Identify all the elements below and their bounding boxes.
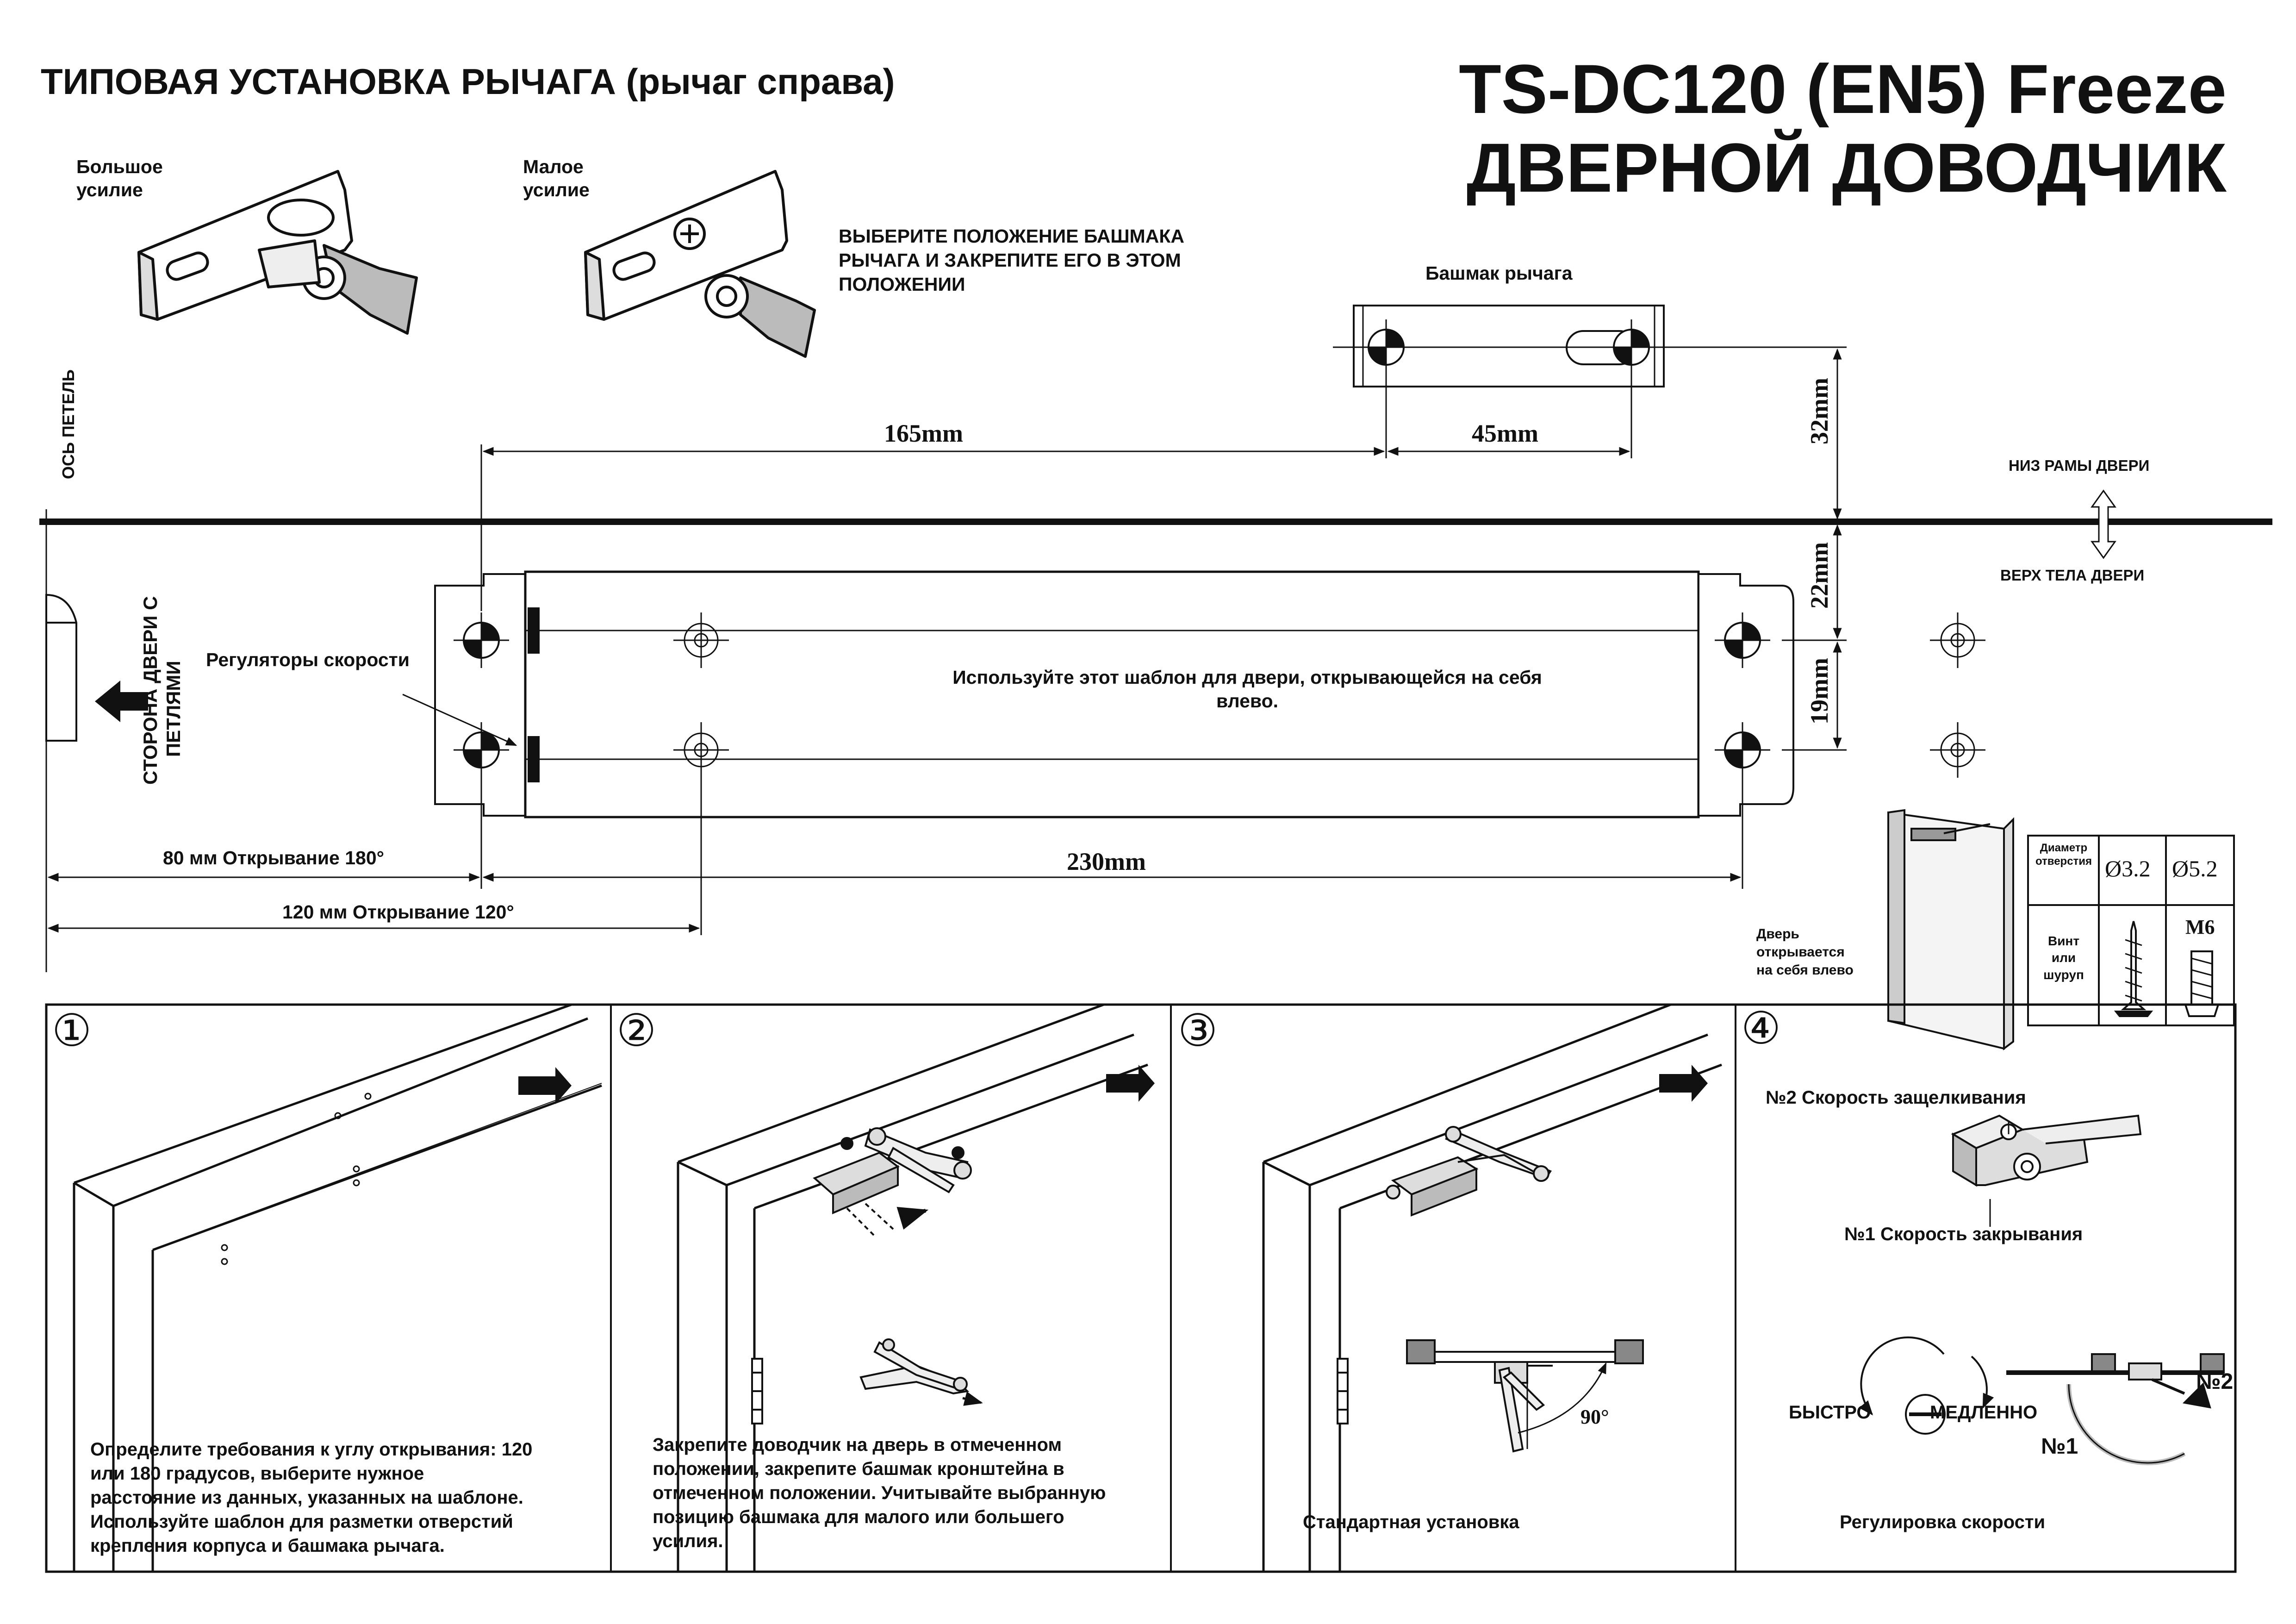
step-2-number: ② (616, 1005, 657, 1056)
step1-mark-holes (221, 1093, 372, 1265)
step-1-line-1: Определите требования к углу открывания:… (90, 1439, 533, 1460)
step-3-number: ③ (1178, 1005, 1218, 1056)
dim-165mm: 165mm (884, 419, 963, 447)
wood-screw-icon (2114, 921, 2153, 1017)
door-opening-label-2: открывается (1756, 944, 1845, 960)
screw-table-header: Диаметр отверстия (2029, 842, 2098, 868)
step-1-instructions: Определите требования к углу открывания:… (90, 1437, 532, 1558)
shoe-instruction-1: ВЫБЕРИТЕ ПОЛОЖЕНИЕ БАШМАКА (839, 225, 1184, 247)
steps-frame (45, 1003, 2237, 1573)
hinge-side-label-1: СТОРОНА ДВЕРИ С (139, 596, 161, 785)
valve-1-label: №1 (2041, 1434, 2078, 1459)
dim-32mm: 32mm (1805, 378, 1833, 444)
dim-22mm: 22mm (1805, 542, 1833, 609)
screw-row-label-1: Винт (2047, 934, 2080, 948)
speed-regulator-1 (528, 607, 540, 654)
hole-diameter-3-2: Ø3.2 (2105, 856, 2151, 881)
screw-table-header-1: Диаметр (2040, 842, 2088, 854)
step1-next-arrow-icon (518, 1067, 572, 1104)
door-opening-label: Дверь открывается на себя влево (1756, 925, 1854, 979)
valve-2-label: №2 (2196, 1369, 2234, 1394)
step-1-line-4: Используйте шаблон для разметки отверсти… (90, 1512, 513, 1532)
step3-installed-closer (1386, 1126, 1552, 1217)
step-2-line-1: Закрепите доводчик на дверь в отмеченном (653, 1435, 1062, 1455)
small-force-label-2: усилие (523, 179, 590, 200)
step2-hinge (751, 1358, 763, 1424)
template-usage-note: Используйте этот шаблон для двери, откры… (879, 666, 1615, 713)
closer-body-template (434, 570, 1794, 818)
up-down-arrow-icon (2091, 489, 2116, 559)
step4-plan-view (2006, 1353, 2225, 1465)
product-model-title: TS-DC120 (EN5) Freeze (1459, 50, 2227, 128)
speed-regulator-2 (528, 736, 540, 782)
hinge-axis-label: ОСЬ ПЕТЕЛЬ (59, 369, 78, 479)
lever-shoe-template (1333, 305, 1685, 387)
step2-lever-illustration (859, 1338, 983, 1406)
small-force-bracket-illustration (584, 170, 816, 358)
closing-speed-label: №1 Скорость закрывания (1844, 1224, 2083, 1244)
opening-180-label: 80 мм Открывание 180° (163, 847, 385, 868)
step-2-line-5: усилия. (653, 1531, 723, 1551)
big-force-label-2: усилие (76, 179, 143, 200)
step2-next-arrow-icon (1106, 1065, 1155, 1102)
step3-next-arrow-icon (1659, 1065, 1708, 1102)
screw-row-label-2: или (2051, 950, 2076, 965)
slow-label: МЕДЛЕННО (1930, 1402, 2038, 1423)
step-2-line-3: отмеченном положении. Учитывайте выбранн… (653, 1483, 1106, 1503)
door-top-label: ВЕРХ ТЕЛА ДВЕРИ (2000, 567, 2145, 584)
step-4-caption: Регулировка скорости (1840, 1512, 2046, 1532)
big-force-label-1: Большое (76, 156, 163, 177)
step-2-line-4: позицию башмака для малого или большего (653, 1507, 1064, 1527)
screw-table-header-2: отверстия (2035, 855, 2092, 868)
bolt-m6-label: M6 (2185, 916, 2215, 938)
hinge-side-label: СТОРОНА ДВЕРИ С ПЕТЛЯМИ (139, 596, 186, 785)
frame-bottom-label: НИЗ РАМЫ ДВЕРИ (2009, 457, 2150, 474)
step2-closer-illustration (813, 1127, 972, 1237)
step4-speed-valves-illustration (1951, 1114, 2142, 1227)
step-1-line-3: расстояние из данных, указанных на шабло… (90, 1487, 523, 1508)
screw-table (2027, 835, 2235, 1026)
dim-45mm: 45mm (1472, 419, 1538, 447)
speed-regulators-label: Регуляторы скорости (206, 649, 410, 670)
opening-120-label: 120 мм Открывание 120° (282, 901, 514, 923)
step-1-line-5: крепления корпуса и башмака рычага. (90, 1536, 445, 1556)
step-2-instructions: Закрепите доводчик на дверь в отмеченном… (653, 1433, 1106, 1553)
latch-speed-label: №2 Скорость защелкивания (1766, 1087, 2026, 1108)
hinge-illustration (45, 593, 77, 742)
shoe-instruction-2: РЫЧАГА И ЗАКРЕПИТЕ ЕГО В ЭТОМ (839, 250, 1181, 271)
dim-19mm: 19mm (1805, 658, 1833, 725)
hinge-side-arrow-icon (95, 681, 148, 722)
step3-plan-view (1406, 1339, 1644, 1453)
template-usage-note-2: влево. (1216, 690, 1279, 712)
door-opening-illustration (1887, 809, 2014, 1050)
screw-row-label: Винт или шуруп (2029, 933, 2098, 983)
shoe-instruction-3: ПОЛОЖЕНИИ (839, 274, 965, 295)
page-title-left: ТИПОВАЯ УСТАНОВКА РЫЧАГА (рычаг справа) (41, 61, 895, 102)
speed-dial-icon (1859, 1336, 1994, 1435)
door-opening-label-1: Дверь (1756, 926, 1799, 942)
step-2-line-2: положении, закрепите башмак кронштейна в (653, 1459, 1064, 1479)
step3-hinge (1337, 1358, 1349, 1424)
step-3-caption: Стандартная установка (1303, 1512, 1519, 1532)
step-1-line-2: или 180 градусов, выберите нужное (90, 1463, 424, 1484)
bolt-icon (2184, 950, 2220, 1017)
step1-door-frame-drawing (73, 1003, 602, 1572)
fast-label: БЫСТРО (1789, 1402, 1871, 1423)
screw-row-label-3: шуруп (2043, 967, 2084, 982)
step-4-number: ④ (1741, 1002, 1781, 1054)
step2-door-frame-drawing (677, 1003, 1148, 1572)
small-force-label-1: Малое (523, 156, 584, 177)
big-force-bracket-illustration (137, 170, 418, 335)
door-opening-label-3: на себя влево (1756, 962, 1854, 978)
template-usage-note-1: Используйте этот шаблон для двери, откры… (952, 667, 1542, 688)
product-type-title: ДВЕРНОЙ ДОВОДЧИК (1466, 129, 2227, 206)
step-1-number: ① (52, 1005, 92, 1056)
hinge-side-label-2: ПЕТЛЯМИ (162, 661, 185, 757)
step3-door-frame-drawing (1262, 1003, 1722, 1572)
lever-shoe-label: Башмак рычага (1425, 262, 1573, 284)
dim-230mm: 230mm (1067, 848, 1146, 875)
hole-diameter-5-2: Ø5.2 (2172, 856, 2218, 881)
angle-90-label: 90° (1580, 1405, 1609, 1428)
